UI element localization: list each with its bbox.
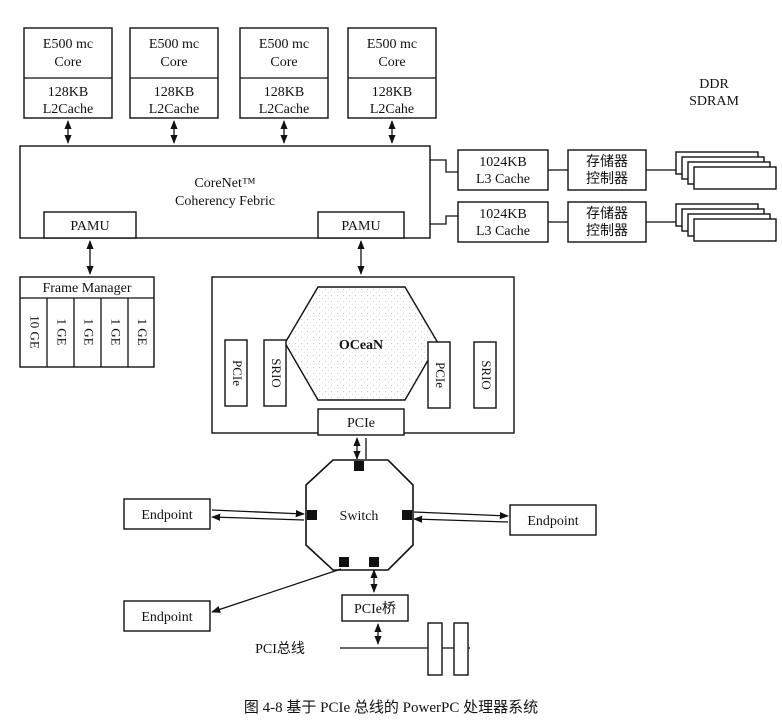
l3-cache-1: 1024KB L3 Cache: [457, 149, 549, 191]
core-label: Core: [270, 55, 297, 70]
core-block-4: E500 mc Core 128KB L2Cahe: [347, 27, 437, 119]
core-block-3: E500 mc Core 128KB L2Cache: [239, 27, 329, 119]
srio-left-label: SRIO: [269, 358, 284, 388]
memctrl-label: 存储器: [586, 206, 628, 222]
corenet-title: CoreNet™: [194, 176, 255, 191]
pamu-right-box: [317, 211, 405, 239]
endpoint-right: Endpoint: [509, 504, 597, 536]
pcie-right-label: PCIe: [433, 362, 448, 388]
pcie-left-box: [224, 339, 248, 407]
memctrl-label: 控制器: [586, 171, 628, 187]
ocean-block: OCeaN PCIe SRIO PCIe SRIO PCIe: [211, 276, 515, 436]
pamu-right-label: PAMU: [341, 219, 380, 234]
core-fabric-arrows: [64, 120, 396, 144]
l3-label: 1024KB: [479, 207, 526, 222]
endpoint-bottom-link: [211, 568, 342, 613]
core-label: E500 mc: [43, 37, 93, 52]
l2-cache-label: 128KB: [154, 85, 194, 100]
ddr-label: DDR: [699, 77, 729, 92]
pci-slot-icons: [427, 622, 469, 676]
ge-port-label: 1 GE: [135, 318, 150, 345]
dimm-stack-1-icon: [675, 151, 777, 190]
ge-port-label: 10 GE: [28, 315, 43, 349]
srio-right-box: [473, 341, 497, 409]
pamu-left-box: [43, 211, 137, 239]
endpoint-label: Endpoint: [527, 514, 578, 529]
ddr-label: SDRAM: [689, 94, 739, 109]
switch-port: [339, 557, 349, 567]
dimm-stack-2-icon: [675, 203, 777, 242]
l3-cache-2: 1024KB L3 Cache: [457, 201, 549, 243]
frame-manager: Frame Manager 10 GE 1 GE 1 GE 1 GE 1 GE: [19, 276, 155, 368]
l2-cache-label: 128KB: [264, 85, 304, 100]
l2-cache-label: L2Cache: [149, 102, 200, 117]
endpoint-right-links: [413, 511, 509, 523]
pcie-switch-links: [353, 437, 367, 460]
switch-label: Switch: [340, 509, 379, 524]
memory-controller-1: 存储器 控制器: [567, 149, 647, 191]
endpoint-left-links: [211, 509, 305, 521]
l2-cache-label: L2Cache: [259, 102, 310, 117]
memctrl-label: 存储器: [586, 154, 628, 170]
ge-port-label: 1 GE: [82, 318, 97, 345]
endpoint-left: Endpoint: [123, 498, 211, 530]
pcie-right-box: [427, 341, 451, 409]
frame-manager-title: Frame Manager: [42, 281, 131, 296]
switch-port: [354, 461, 364, 471]
endpoint-label: Endpoint: [141, 610, 192, 625]
figure-caption: 图 4-8 基于 PCIe 总线的 PowerPC 处理器系统: [244, 699, 538, 716]
pcie-left-label: PCIe: [230, 360, 245, 386]
core-block-1: E500 mc Core 128KB L2Cache: [23, 27, 113, 119]
endpoint-label: Endpoint: [141, 508, 192, 523]
core-label: E500 mc: [259, 37, 309, 52]
ge-port-label: 1 GE: [55, 318, 70, 345]
switch-port: [402, 510, 412, 520]
pcie-bridge-label: PCIe桥: [354, 601, 396, 617]
core-label: E500 mc: [149, 37, 199, 52]
memory-controller-2: 存储器 控制器: [567, 201, 647, 243]
switch-port: [369, 557, 379, 567]
pcie-switch: Switch: [305, 459, 414, 571]
l3-label: L3 Cache: [476, 172, 530, 187]
corenet-subtitle: Coherency Febric: [175, 194, 275, 209]
l2-cache-label: L2Cahe: [370, 102, 414, 117]
pci-bus-label: PCI总线: [255, 641, 305, 657]
corenet-fabric: CoreNet™ Coherency Febric PAMU PAMU: [19, 145, 431, 239]
core-block-2: E500 mc Core 128KB L2Cache: [129, 27, 219, 119]
l2-cache-label: 128KB: [48, 85, 88, 100]
pcie-bridge: PCIe桥: [341, 594, 409, 622]
core-label: Core: [378, 55, 405, 70]
core-label: Core: [160, 55, 187, 70]
endpoint-bottom: Endpoint: [123, 600, 211, 632]
l3-label: L3 Cache: [476, 224, 530, 239]
l2-cache-label: L2Cache: [43, 102, 94, 117]
core-label: Core: [54, 55, 81, 70]
ge-port-label: 1 GE: [109, 318, 124, 345]
srio-left-box: [263, 339, 287, 407]
pcie-bottom-label: PCIe: [347, 416, 375, 431]
l3-label: 1024KB: [479, 155, 526, 170]
fabric-l3-connectors: [430, 159, 458, 225]
l2-cache-label: 128KB: [372, 85, 412, 100]
memctrl-label: 控制器: [586, 223, 628, 239]
pcie-bottom-box: [317, 408, 405, 436]
srio-right-label: SRIO: [479, 360, 494, 390]
pamu-left-label: PAMU: [70, 219, 109, 234]
core-label: E500 mc: [367, 37, 417, 52]
ocean-label: OCeaN: [339, 338, 383, 353]
switch-port: [307, 510, 317, 520]
